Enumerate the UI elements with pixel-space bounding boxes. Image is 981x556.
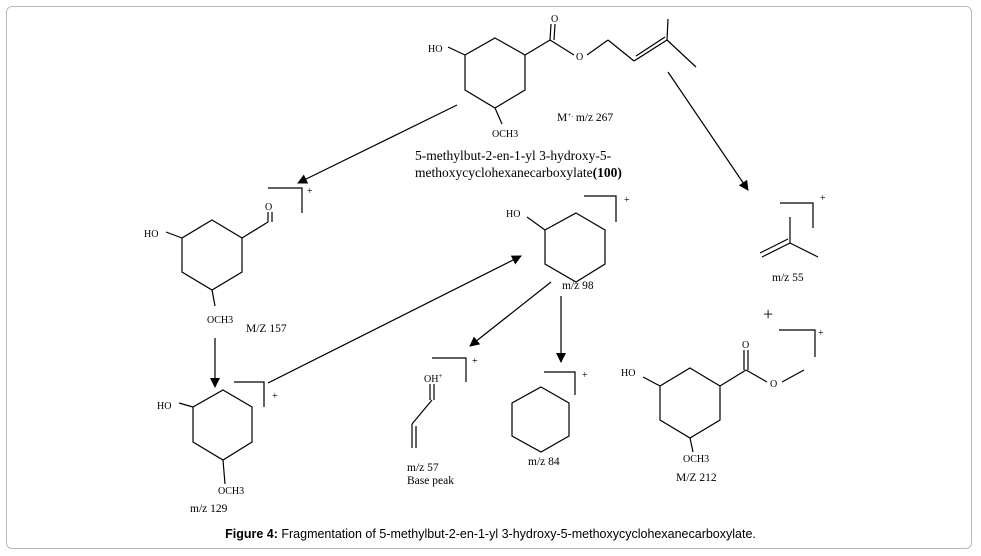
- f98-oh: HO: [506, 209, 520, 220]
- fragment-129: [178, 381, 265, 485]
- f157-och3: OCH3: [207, 315, 233, 326]
- fragment-57: [411, 357, 467, 448]
- fragment-98: [526, 195, 617, 283]
- f57-label: m/z 57: [407, 462, 439, 474]
- arrow-129-to-98: [267, 255, 522, 384]
- arrow-98-to-57: [469, 281, 552, 347]
- fragment-157: [165, 187, 303, 307]
- parent-ring: [464, 37, 526, 109]
- f157-o: O: [265, 202, 272, 213]
- f129-oh: HO: [157, 401, 171, 412]
- f129-ring: [192, 389, 253, 461]
- parent-molecule: [447, 18, 697, 125]
- f57-charge: +: [472, 356, 478, 367]
- f212-label: M/Z 212: [676, 472, 717, 484]
- f57-oh: OH+: [424, 372, 442, 385]
- caption-figure-number: Figure 4:: [225, 527, 278, 541]
- f84-label: m/z 84: [528, 456, 560, 468]
- f212-charge: +: [818, 328, 824, 339]
- fragment-55: [759, 202, 819, 258]
- figure-frame: [6, 6, 972, 549]
- fragment-212: [642, 329, 816, 453]
- parent-carbonyl-o: O: [551, 14, 558, 25]
- f212-ester-o: O: [770, 379, 777, 390]
- f157-ring: [181, 219, 243, 291]
- parent-ion-label: M+. m/z 267: [557, 111, 613, 124]
- f157-label: M/Z 157: [246, 323, 287, 335]
- plus-sign: +: [763, 304, 773, 324]
- f84-ring: [511, 386, 570, 453]
- arrow-parent-to-55: [667, 71, 749, 191]
- caption-text: Fragmentation of 5-methylbut-2-en-1-yl 3…: [277, 527, 756, 541]
- f212-och3: OCH3: [683, 454, 709, 465]
- f212-carbonyl-o: O: [742, 340, 749, 351]
- f212-oh: HO: [621, 368, 635, 379]
- f129-charge: +: [272, 391, 278, 402]
- parent-och3: OCH3: [492, 129, 518, 140]
- parent-name-line2: methoxycyclohexanecarboxylate(100): [415, 165, 622, 180]
- parent-name-line1: 5-methylbut-2-en-1-yl 3-hydroxy-5-: [415, 148, 612, 163]
- f212-ring: [659, 367, 721, 439]
- f98-charge: +: [624, 195, 630, 206]
- figure-caption: Figure 4: Fragmentation of 5-methylbut-2…: [0, 527, 981, 541]
- f98-label: m/z 98: [562, 280, 594, 292]
- parent-ester-o: O: [576, 52, 583, 63]
- arrow-parent-to-157: [297, 104, 458, 184]
- f55-charge: +: [820, 193, 826, 204]
- f157-charge: +: [307, 186, 313, 197]
- f55-label: m/z 55: [772, 272, 804, 284]
- f98-ring: [544, 212, 606, 283]
- f129-och3: OCH3: [218, 486, 244, 497]
- parent-oh: HO: [428, 44, 442, 55]
- f57-sublabel: Base peak: [407, 475, 454, 487]
- fragment-84: [511, 371, 576, 453]
- f84-charge: +: [582, 370, 588, 381]
- f157-oh: HO: [144, 229, 158, 240]
- f129-label: m/z 129: [190, 503, 228, 515]
